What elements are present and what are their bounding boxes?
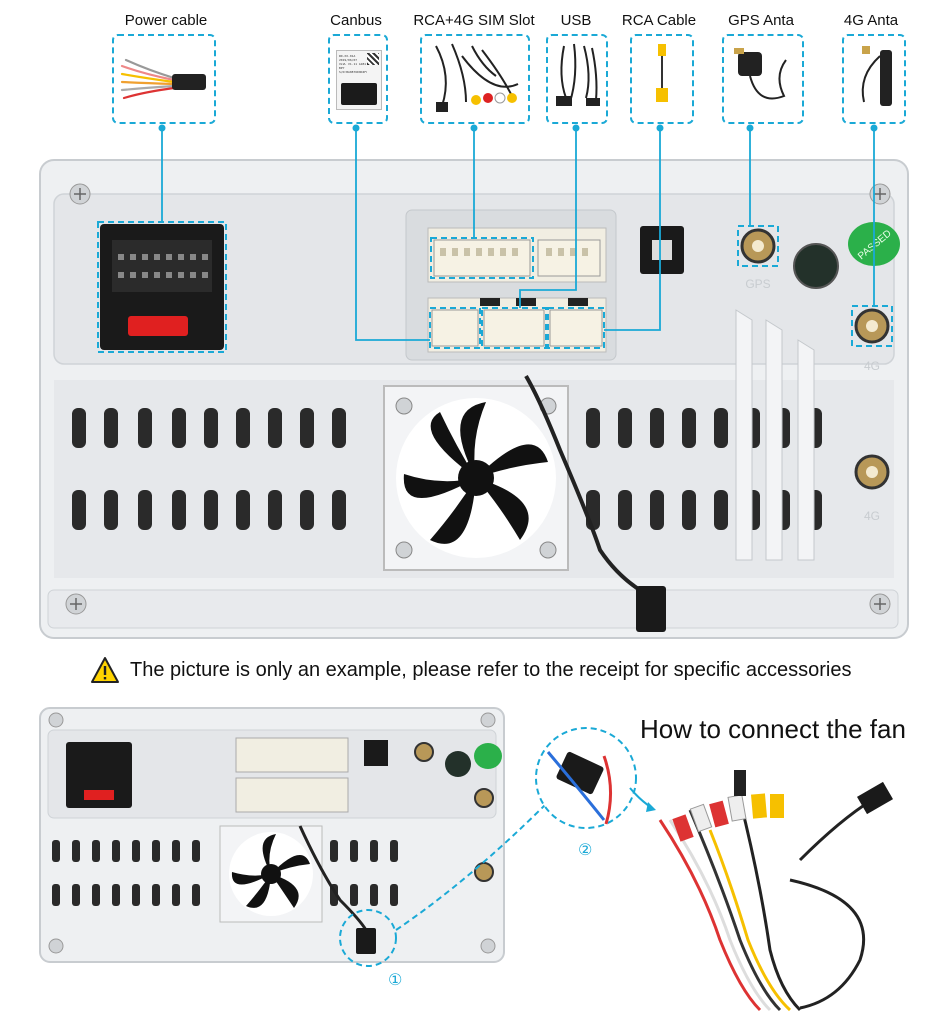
4g-jack [854, 308, 890, 344]
canbus-box-line: S/N:BA0876D9D4FC [339, 70, 367, 74]
screw-icon [69, 183, 91, 205]
rca-4g-sim-thumb [420, 34, 530, 124]
canbus-usb-rca-connector [427, 297, 607, 353]
4g-anta-thumb [842, 34, 906, 124]
rca-harness-bundle [658, 770, 893, 1012]
4g-antenna-image [861, 46, 892, 106]
screw-icon [869, 183, 891, 205]
canbus-label: Canbus [330, 12, 382, 29]
usb-thumb [546, 34, 608, 124]
gps-mark: GPS [745, 277, 770, 291]
fan-cable [524, 374, 651, 598]
ground-knob [793, 243, 839, 289]
cooling-fan [383, 385, 569, 571]
fuse-icon [128, 316, 188, 336]
gps-jack [740, 228, 776, 264]
4g-mark: 4G [864, 359, 880, 373]
accessory-notice: The picture is only an example, please r… [90, 656, 890, 684]
rca-cable-thumb [630, 34, 694, 124]
step-one-marker: ① [388, 970, 403, 989]
screw-icon [65, 593, 87, 615]
power-cable-thumb [112, 34, 216, 124]
canbus-box-line: RD-XX-01A [339, 54, 356, 58]
canbus-box-line: 2019/06/07 [339, 58, 358, 62]
step-two-marker: ② [578, 840, 593, 859]
power-cable-label: Power cable [124, 12, 208, 29]
gps-anta-thumb [722, 34, 804, 124]
4g-jack [854, 454, 890, 490]
canbus-connector [341, 83, 377, 105]
gps-anta-label: GPS Anta [728, 12, 794, 29]
canbus-thumb: RD-XX-01A 2019/06/07 VLVL V1.11 G1B1 BPY… [328, 34, 388, 124]
canbus-box-line: VLVL V1.11 G1B1 BPY [339, 62, 367, 70]
4g-mark: 4G [864, 509, 880, 523]
4g-anta-label: 4G Anta [843, 12, 899, 29]
stereo-back-panel: GPS PASSED 4G 4G [39, 124, 909, 639]
rca-cable-label: RCA Cable [621, 12, 697, 29]
screw-icon [869, 593, 891, 615]
warning-icon [91, 657, 119, 683]
fan-connection-title: How to connect the fan [640, 714, 906, 744]
power-cable-image [120, 58, 206, 100]
fan-plug [636, 586, 666, 632]
usb-image [556, 43, 600, 106]
power-connector [100, 224, 224, 350]
gps-antenna-image [734, 48, 787, 100]
rca-cable-image [656, 44, 668, 102]
notice-text: The picture is only an example, please r… [130, 658, 852, 681]
canbus-box: RD-XX-01A 2019/06/07 VLVL V1.11 G1B1 BPY… [336, 50, 382, 110]
rca-4g-sim-connector [427, 227, 607, 283]
qr-code-icon [367, 53, 379, 65]
rca-4g-sim-image [435, 43, 519, 112]
usb-label: USB [560, 12, 592, 29]
rca-4g-sim-label: RCA+4G SIM Slot [413, 12, 535, 29]
